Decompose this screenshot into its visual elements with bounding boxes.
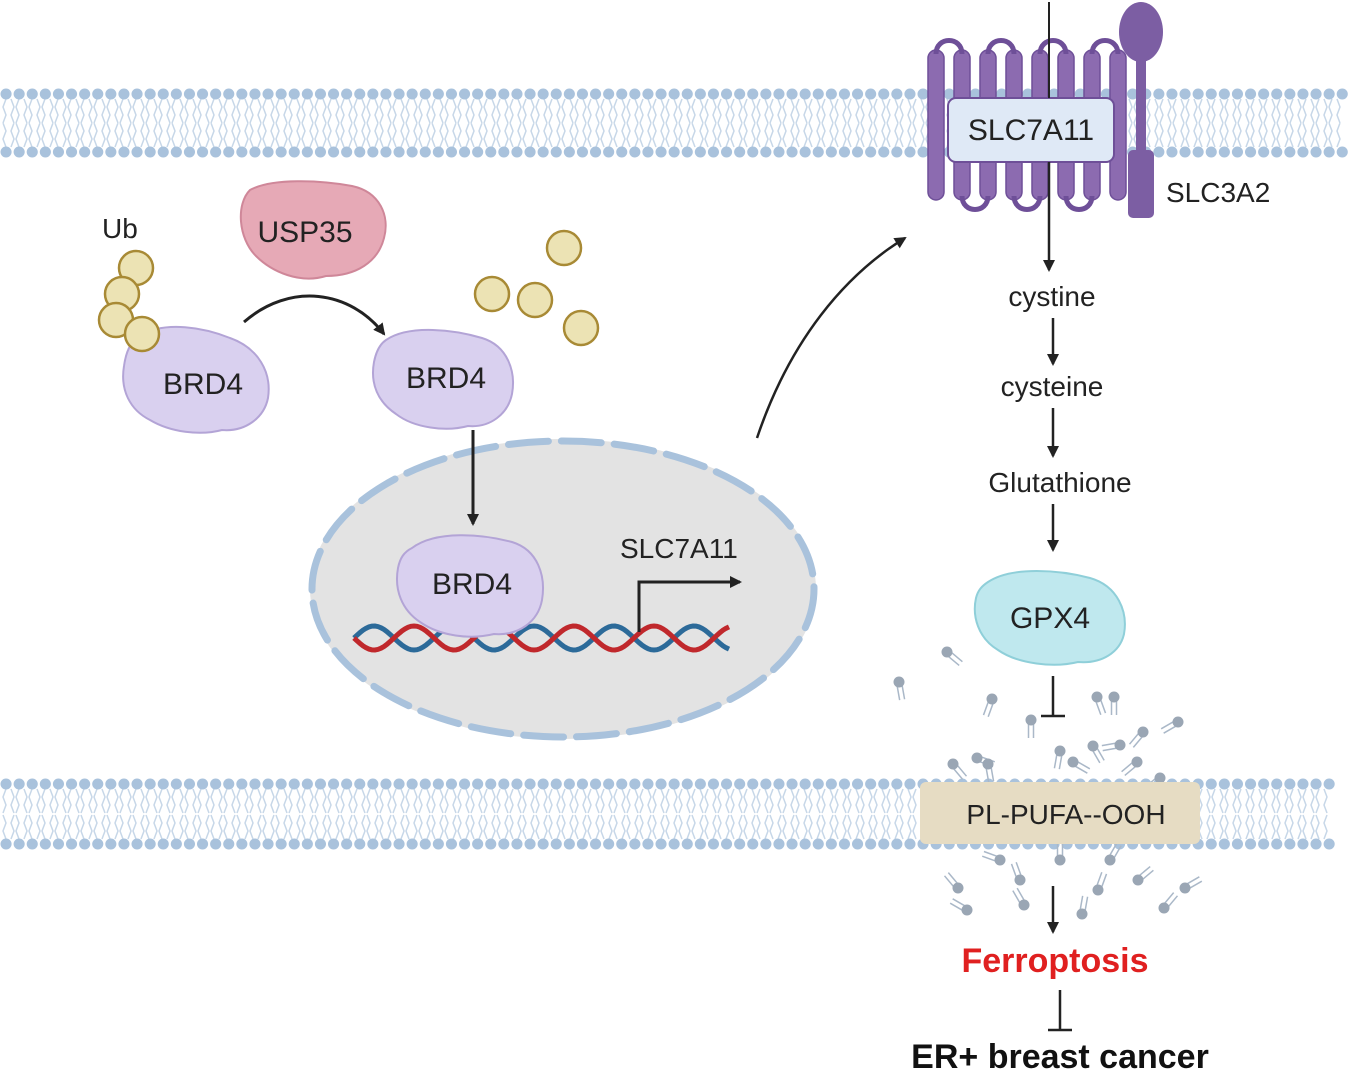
lipid-head — [1014, 874, 1026, 886]
transporter-inner-loop — [1011, 195, 1043, 212]
nucleus — [308, 437, 818, 741]
lipid-head — [1091, 691, 1103, 703]
gpx4-label: GPX4 — [1010, 602, 1090, 635]
ub-label: Ub — [102, 213, 138, 244]
transcription-start-arrow — [637, 576, 742, 632]
transporter-inner-loop — [959, 195, 991, 212]
slc3a2-head — [1119, 2, 1163, 62]
slc3a2-label: SLC3A2 — [1166, 177, 1270, 208]
cystine-label: cystine — [1008, 281, 1095, 312]
lipid-head — [1054, 854, 1066, 866]
deubiquitination-arrow — [243, 294, 386, 336]
deubiquitinated-brd4: BRD4 — [372, 328, 514, 430]
lipid-head — [1018, 899, 1030, 911]
slc3a2-protein: SLC3A2 — [1119, 2, 1270, 218]
transporter-outer-loop — [1089, 38, 1121, 55]
nuclear-envelope — [308, 437, 818, 741]
lipid-head — [1104, 854, 1116, 866]
slc7a11-gene-label: SLC7A11 — [620, 533, 738, 564]
ubiquitin-chain — [97, 249, 161, 353]
transporter-outer-loop — [933, 38, 965, 55]
brd4-blob-free — [372, 328, 514, 430]
nucleus-body — [310, 439, 816, 739]
lipid-head — [1172, 716, 1184, 728]
lipid-head — [1025, 714, 1037, 726]
nuclear-brd4: BRD4 — [396, 534, 544, 638]
lipid-head — [1108, 691, 1120, 703]
slc3a2-stalk — [1136, 55, 1146, 155]
transporter-inner-loop — [1063, 195, 1095, 212]
lipid-head — [994, 854, 1006, 866]
lipid-head — [1179, 882, 1191, 894]
lipid-head — [1087, 740, 1099, 752]
slc7a11-transporter-label: SLC7A11 — [968, 114, 1094, 147]
free-ubiquitin-molecule — [562, 309, 600, 347]
slc7a11-transporter-box — [947, 97, 1115, 163]
scattered-lipids — [893, 646, 1203, 920]
brd4-label-free: BRD4 — [406, 362, 486, 395]
slc7a11-transporter: SLC7A11 — [927, 38, 1127, 212]
lipid-head — [1131, 756, 1143, 768]
lipid-head — [971, 752, 983, 764]
lipid-head — [1154, 772, 1166, 784]
glutathione-label: Glutathione — [988, 467, 1131, 498]
ubiquitin-molecule — [123, 315, 161, 353]
lipid-head — [941, 646, 953, 658]
lipid-head — [893, 676, 905, 688]
lipid-head — [1132, 874, 1144, 886]
usp35-enzyme: USP35 — [239, 180, 387, 280]
gpx4-enzyme: GPX4 — [973, 570, 1126, 666]
transporter-helix — [927, 49, 945, 201]
free-ubiquitin-molecule — [516, 281, 554, 319]
lipid-head — [1158, 902, 1170, 914]
pl-pufa-ooh-rect — [920, 782, 1200, 844]
lipid-head — [1114, 739, 1126, 751]
brd4-label-nucleus: BRD4 — [432, 568, 512, 601]
dna-strand-blue — [352, 623, 731, 653]
ferroptosis-label: Ferroptosis — [961, 942, 1148, 980]
released-ubiquitins — [473, 229, 600, 347]
ubiquitinated-brd4: BRD4 Ub — [97, 213, 270, 434]
lipid-head — [1137, 726, 1149, 738]
cysteine-label: cysteine — [1001, 371, 1104, 402]
usp35-label: USP35 — [257, 216, 352, 249]
expression-arrow — [755, 236, 907, 439]
brd4-blob-nucleus — [396, 534, 544, 638]
lipid-head — [1076, 908, 1088, 920]
lipid-head — [947, 758, 959, 770]
lipid-head — [982, 758, 994, 770]
gpx4-blob — [973, 570, 1126, 666]
dna-strand-red — [352, 623, 731, 653]
lipid-head — [961, 904, 973, 916]
lipid-head — [1092, 884, 1104, 896]
lipid-head — [1054, 745, 1066, 757]
transporter-outer-loop — [985, 38, 1017, 55]
brd4-blob-ubiquitinated — [122, 325, 270, 434]
er-breast-cancer-label: ER+ breast cancer — [911, 1038, 1209, 1073]
free-ubiquitin-molecule — [473, 275, 511, 313]
pl-pufa-ooh-label: PL-PUFA--OOH — [966, 799, 1165, 830]
lipid-head — [986, 693, 998, 705]
lipid-head — [1067, 756, 1079, 768]
usp35-blob — [239, 180, 387, 280]
slc3a2-anchor — [1128, 150, 1154, 218]
dna-helix — [352, 623, 731, 653]
brd4-label-ubiquitinated: BRD4 — [163, 368, 243, 401]
free-ubiquitin-molecule — [545, 229, 583, 267]
lipid-head — [952, 882, 964, 894]
transporter-outer-loop — [1037, 38, 1069, 55]
pl-pufa-ooh-box: PL-PUFA--OOH — [920, 782, 1200, 844]
